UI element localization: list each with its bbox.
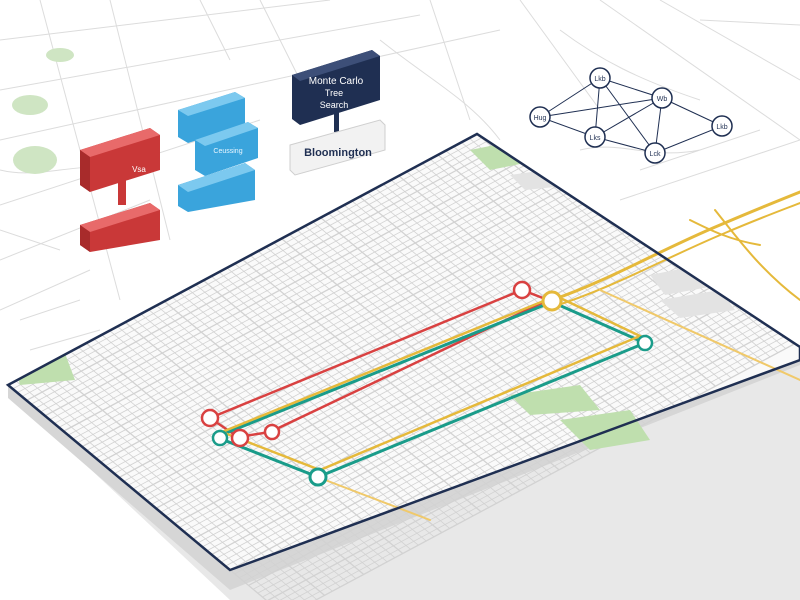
graph-node [529, 106, 551, 128]
graph-node-label: Lkb [594, 76, 605, 83]
graph-node-label: Lck [650, 151, 661, 158]
red-block-label: Vsa [132, 165, 146, 174]
route-node [636, 334, 654, 352]
route-node [200, 408, 220, 428]
route-node [263, 423, 281, 441]
map-board [8, 134, 800, 570]
city-label: Bloomington [304, 147, 372, 159]
route-nodes [200, 280, 654, 487]
title-line-2: Tree [325, 88, 343, 98]
route-yellow [221, 294, 644, 472]
graph-node [584, 126, 606, 148]
route-node [541, 290, 563, 312]
blue-block: Ceussing [178, 92, 258, 212]
city-sign: Bloomington [289, 119, 386, 176]
title-line-3: Search [320, 100, 349, 110]
graph-node [711, 115, 733, 137]
route-node [308, 467, 328, 487]
graph-node [651, 87, 673, 109]
graph-node [589, 67, 611, 89]
board-shadow [8, 360, 800, 600]
route-node [512, 280, 532, 300]
title-sign: Monte Carlo Tree Search [292, 50, 380, 132]
red-block: Vsa [80, 128, 160, 252]
title-line-1: Monte Carlo [309, 76, 364, 87]
graph-node-label: Lkb [716, 124, 727, 131]
blue-block-label: Ceussing [213, 148, 242, 155]
graph-node-label: Lks [590, 135, 601, 142]
background-parks [12, 48, 74, 174]
graph-node-label: Hug [534, 115, 547, 122]
graph-node [644, 142, 666, 164]
graph-node-label: Wb [657, 96, 668, 103]
board-frame [5, 132, 800, 572]
network-graph: Lkb Wb Hug Lks Lkb Lck [529, 67, 733, 164]
route-node [230, 428, 250, 448]
route-node [211, 429, 229, 447]
highway [319, 190, 800, 521]
